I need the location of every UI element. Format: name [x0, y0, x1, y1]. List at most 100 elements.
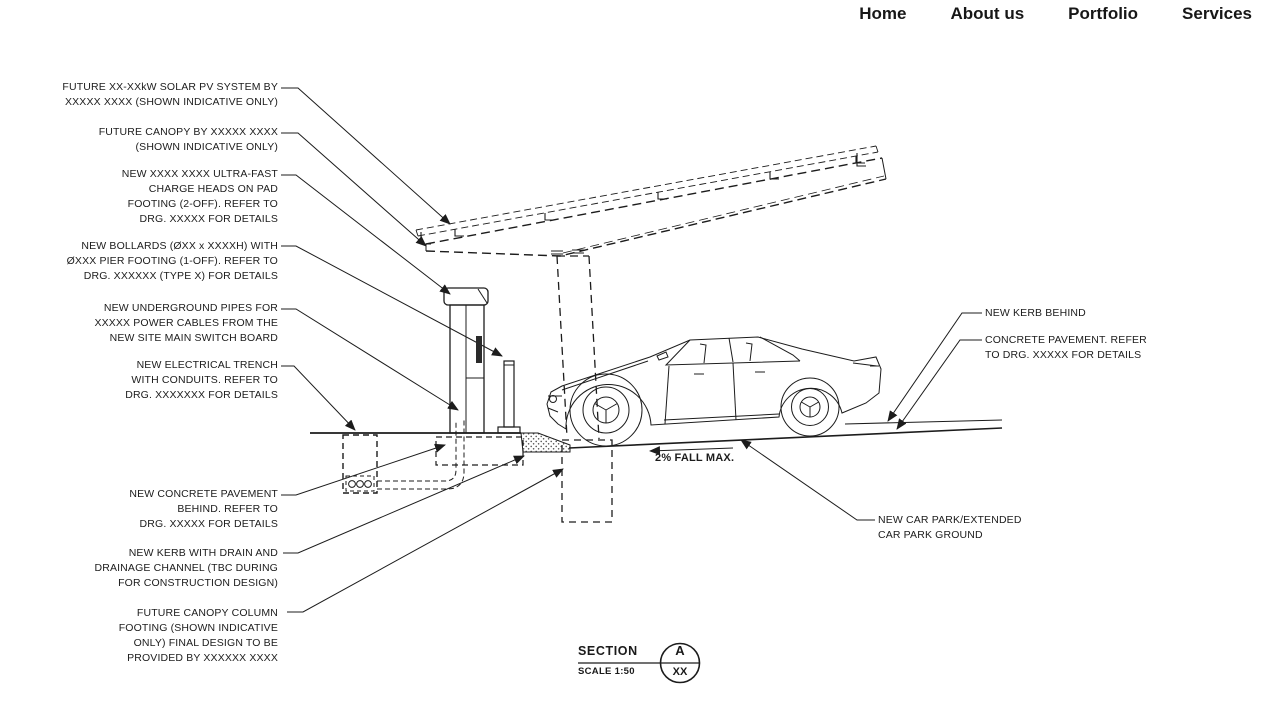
leader-car-park-ground: [740, 439, 875, 521]
leader-concrete-pavement-behind: [281, 443, 446, 496]
conduit-bank: [345, 475, 375, 492]
label-line: CAR PARK GROUND: [878, 529, 983, 541]
kerb-behind-line: [844, 419, 1003, 425]
label-line: FOOTING (2-OFF). REFER TO: [127, 198, 278, 210]
car-beltline: [664, 339, 801, 366]
car-b-pillar: [728, 337, 734, 363]
label-line: CHARGE HEADS ON PAD: [148, 183, 278, 195]
label-line: CONCRETE PAVEMENT. REFER: [985, 334, 1147, 346]
leader-bollards: [281, 245, 503, 357]
car: [546, 336, 882, 447]
leader-electrical-trench: [281, 365, 356, 431]
label-kerb-behind: NEW KERB BEHIND: [985, 306, 1086, 321]
purlin-brackets: [420, 153, 866, 245]
car-front-grille: [547, 395, 562, 413]
nav-services[interactable]: Services: [1182, 4, 1252, 23]
charger-head-cap: [443, 287, 489, 306]
conduit-2: [356, 480, 364, 488]
label-line: NEW CONCRETE PAVEMENT: [129, 488, 278, 500]
rear-wheel-star: [801, 401, 819, 417]
label-line: DRG. XXXXXX (TYPE X) FOR DETAILS: [83, 270, 278, 282]
bollard: [497, 360, 521, 434]
label-line: XXXXX POWER CABLES FROM THE: [94, 317, 278, 329]
section-bubble-number: XX: [672, 666, 688, 678]
label-line: NEW CAR PARK/EXTENDED: [878, 514, 1022, 526]
label-line: (SHOWN INDICATIVE ONLY): [135, 141, 278, 153]
label-line: ØXXX PIER FOOTING (1-OFF). REFER TO: [66, 255, 278, 267]
label-bollards: NEW BOLLARDS (ØXX x XXXXH) WITH ØXXX PIE…: [67, 239, 278, 284]
section-marker-graphics: [578, 642, 701, 684]
label-line: PROVIDED BY XXXXXX XXXX: [127, 652, 278, 664]
conduit-1: [348, 480, 356, 488]
nav-home[interactable]: Home: [859, 4, 907, 23]
label-line: FOOTING (SHOWN INDICATIVE: [118, 622, 278, 634]
label-line: WITH CONDUITS. REFER TO: [131, 374, 278, 386]
label-line: FUTURE XX-XXkW SOLAR PV SYSTEM BY: [62, 81, 278, 93]
leader-underground-pipes: [281, 308, 459, 411]
section-bubble: [659, 642, 701, 684]
label-line: DRG. XXXXX FOR DETAILS: [139, 518, 278, 530]
leader-solar-pv: [281, 87, 451, 225]
leader-lines: [281, 87, 982, 613]
label-line: NEW XXXX XXXX ULTRA-FAST: [121, 168, 278, 180]
leader-charge-heads: [281, 174, 451, 295]
solar-pv-panels: [415, 145, 879, 237]
fall-direction-arrow: [649, 446, 734, 456]
label-column-footing: FUTURE CANOPY COLUMN FOOTING (SHOWN INDI…: [119, 606, 278, 666]
leader-canopy: [281, 132, 427, 247]
car-hood-crease: [561, 360, 649, 391]
label-concrete-pavement: CONCRETE PAVEMENT. REFER TO DRG. XXXXX F…: [985, 333, 1147, 363]
nav-about-us[interactable]: About us: [950, 4, 1025, 23]
label-line: BEHIND. REFER TO: [177, 503, 278, 515]
column-head-ticks: [551, 249, 584, 255]
nav-portfolio[interactable]: Portfolio: [1068, 4, 1139, 23]
label-line: FOR CONSTRUCTION DESIGN): [118, 577, 278, 589]
label-line: ONLY) FINAL DESIGN TO BE: [133, 637, 278, 649]
car-front-door-cut: [664, 365, 670, 425]
canopy-end-caps: [425, 157, 887, 251]
label-concrete-pavement-behind: NEW CONCRETE PAVEMENT BEHIND. REFER TO D…: [129, 487, 278, 532]
rear-wheel: [780, 377, 840, 437]
electrical-trench: [342, 434, 378, 494]
fall-note: 2% FALL MAX.: [655, 452, 735, 464]
charger-cap-edge: [477, 288, 488, 304]
grille-star-badge: [549, 395, 557, 403]
section-bubble-letter: A: [675, 643, 685, 658]
section-title: SECTION: [578, 644, 638, 658]
underground-works: [342, 420, 613, 523]
canopy-column-footing: [561, 439, 613, 523]
car-sill-line: [663, 413, 780, 421]
underground-pipe-inner: [377, 420, 457, 482]
charger-unit: [443, 287, 489, 434]
label-line: DRG. XXXXX FOR DETAILS: [139, 213, 278, 225]
charger-pad-footing: [435, 436, 524, 466]
label-line: DRAINAGE CHANNEL (TBC DURING: [94, 562, 278, 574]
canopy-beam-bottom: [425, 178, 887, 257]
label-line: NEW SITE MAIN SWITCH BOARD: [109, 332, 278, 344]
front-wheel: [569, 373, 643, 447]
section-scale: SCALE 1:50: [578, 666, 635, 677]
car-mirror: [656, 351, 669, 361]
leader-kerb-behind: [887, 312, 982, 422]
leader-concrete-pavement: [896, 339, 982, 430]
charger-screen: [476, 336, 482, 363]
car-body-outline: [546, 336, 882, 430]
label-electrical-trench: NEW ELECTRICAL TRENCH WITH CONDUITS. REF…: [125, 358, 278, 403]
label-line: NEW BOLLARDS (ØXX x XXXXH) WITH: [81, 240, 278, 252]
label-kerb-drain: NEW KERB WITH DRAIN AND DRAINAGE CHANNEL…: [95, 546, 279, 591]
label-line: FUTURE CANOPY BY XXXXX XXXX: [98, 126, 278, 138]
future-canopy-column: [556, 255, 600, 440]
leader-kerb-drain: [283, 455, 525, 554]
label-line: NEW KERB WITH DRAIN AND: [128, 547, 278, 559]
label-line: TO DRG. XXXXX FOR DETAILS: [985, 349, 1142, 361]
future-canopy: [415, 145, 887, 440]
label-solar-pv: FUTURE XX-XXkW SOLAR PV SYSTEM BY XXXXX …: [62, 80, 278, 110]
label-line: FUTURE CANOPY COLUMN: [136, 607, 278, 619]
label-charge-heads: NEW XXXX XXXX ULTRA-FAST CHARGE HEADS ON…: [122, 167, 278, 227]
car-seats: [699, 342, 753, 364]
label-line: NEW UNDERGROUND PIPES FOR: [103, 302, 278, 314]
label-line: DRG. XXXXXXX FOR DETAILS: [125, 389, 278, 401]
label-line: NEW ELECTRICAL TRENCH: [136, 359, 278, 371]
